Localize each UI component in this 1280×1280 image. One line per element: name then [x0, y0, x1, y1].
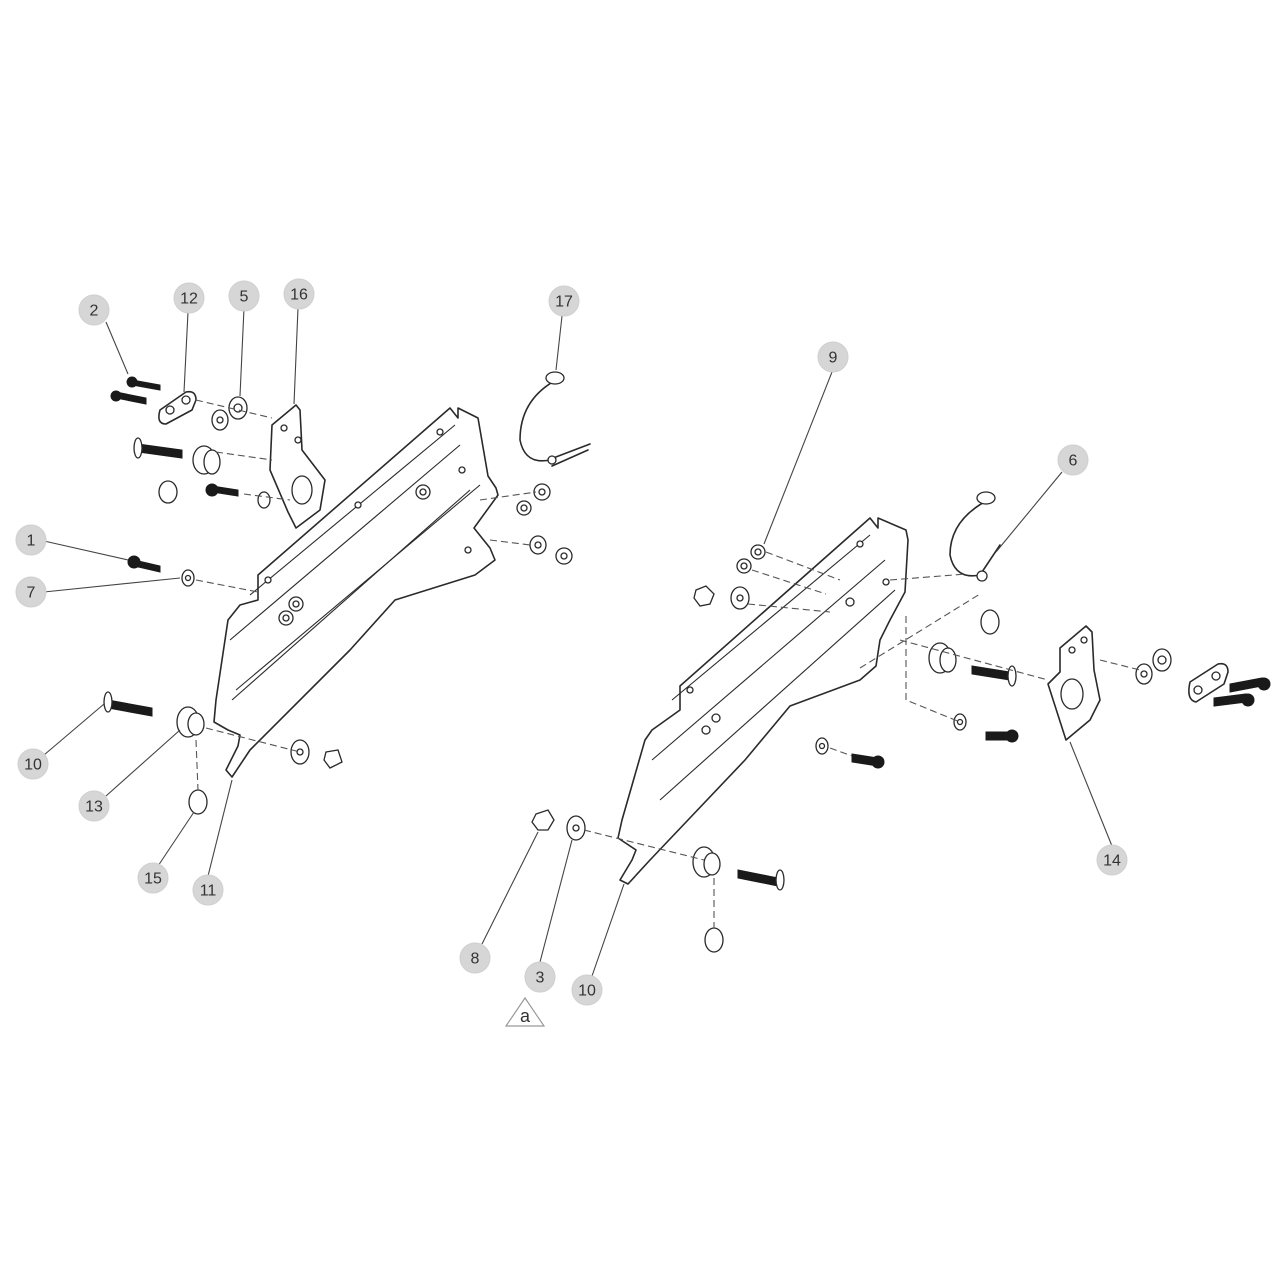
svg-text:5: 5: [240, 289, 249, 306]
svg-text:10: 10: [578, 983, 596, 1000]
triangle-marker: a: [504, 996, 546, 1027]
callout-left-11: 11: [192, 874, 224, 906]
callout-right-10: 10: [571, 974, 603, 1006]
callout-left-16: 16: [283, 278, 315, 310]
callout-left-7: 7: [15, 576, 47, 608]
callout-left-12: 12: [173, 282, 205, 314]
svg-text:8: 8: [471, 951, 480, 968]
svg-text:7: 7: [27, 585, 36, 602]
callout-left-1: 1: [15, 524, 47, 556]
triangle-marker-label: a: [520, 1006, 531, 1026]
callout-right-6: 6: [1057, 444, 1089, 476]
svg-text:6: 6: [1069, 453, 1078, 470]
svg-text:17: 17: [555, 294, 573, 311]
callout-left-10: 10: [17, 748, 49, 780]
svg-text:15: 15: [144, 871, 162, 888]
callout-right-9: 9: [817, 341, 849, 373]
svg-text:13: 13: [85, 799, 103, 816]
svg-text:3: 3: [536, 970, 545, 987]
callout-right-8: 8: [459, 942, 491, 974]
callout-left-17: 17: [548, 285, 580, 317]
right-bracket-assembly: [531, 491, 1271, 953]
svg-text:2: 2: [90, 303, 99, 320]
callout-left-5: 5: [228, 280, 260, 312]
callout-right-14: 14: [1096, 844, 1128, 876]
svg-text:1: 1: [27, 533, 36, 550]
callout-left-2: 2: [78, 294, 110, 326]
svg-text:11: 11: [200, 883, 217, 900]
left-main-bracket: [213, 407, 499, 778]
leader-lines: [43, 307, 1113, 977]
svg-text:12: 12: [180, 291, 198, 308]
svg-text:14: 14: [1103, 853, 1121, 870]
callout-left-13: 13: [78, 790, 110, 822]
left-bracket-assembly: [103, 371, 591, 815]
svg-text:9: 9: [829, 350, 838, 367]
svg-text:10: 10: [24, 757, 42, 774]
right-main-bracket: [617, 517, 909, 885]
right-hinge-plate: [1047, 625, 1101, 741]
left-hinge-plate: [269, 404, 326, 529]
callout-left-15: 15: [137, 862, 169, 894]
svg-text:16: 16: [290, 287, 308, 304]
callout-right-3: 3: [524, 961, 556, 993]
